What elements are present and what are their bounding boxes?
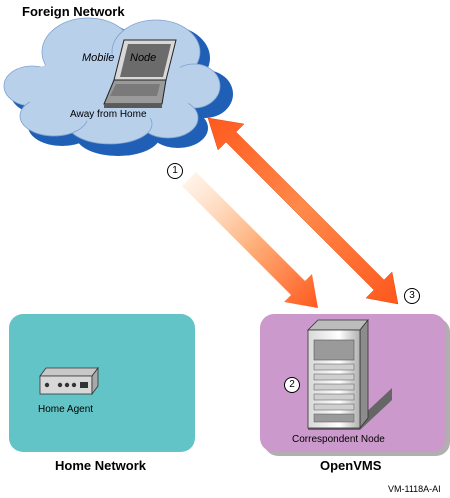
correspondent-node-label: Correspondent Node [292,434,385,445]
arrow-step-3 [207,117,399,305]
step-1-marker: 1 [167,163,183,179]
away-from-home-label: Away from Home [70,109,147,120]
mobile-label: Mobile [82,52,115,64]
home-agent-label: Home Agent [38,404,94,415]
foreign-network-title: Foreign Network [22,4,125,19]
router-icon [39,366,99,396]
node-label: Node [130,52,157,64]
step-3-marker: 3 [404,288,420,304]
server-icon [307,318,392,430]
openvms-title: OpenVMS [320,458,382,473]
home-network-box [9,314,195,452]
figure-id: VM-1118A-AI [388,484,441,494]
laptop-icon [103,39,177,108]
home-network-title: Home Network [55,458,147,473]
arrow-step-1 [182,172,318,308]
step-2-marker: 2 [284,377,300,393]
